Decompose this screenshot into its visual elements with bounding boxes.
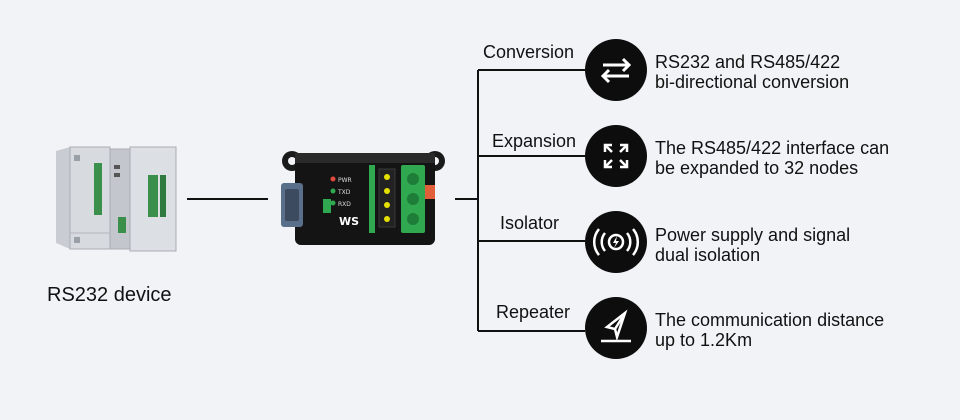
led-label-pwr: PWR	[338, 177, 352, 184]
isolated-converter-image: PWR TXD RXD WS	[281, 151, 445, 245]
desc-line-2: up to 1.2Km	[655, 330, 753, 350]
desc-line-2: be expanded to 32 nodes	[655, 158, 859, 178]
desc-line-1: RS232 and RS485/422	[655, 52, 841, 72]
bidirectional-arrows-icon	[585, 39, 647, 101]
expand-arrows-icon	[585, 125, 647, 187]
rs232-device-image	[56, 146, 177, 252]
feature-desc-isolator: Power supply and signal dual isolation	[655, 225, 850, 265]
feature-label-isolator: Isolator	[500, 213, 560, 233]
feature-label-conversion: Conversion	[483, 42, 575, 62]
feature-desc-conversion: RS232 and RS485/422 bi-directional conve…	[655, 52, 849, 92]
desc-line-1: Power supply and signal	[655, 225, 851, 245]
feature-desc-repeater: The communication distance up to 1.2Km	[655, 310, 884, 350]
led-label-txd: TXD	[337, 189, 351, 196]
desc-line-1: The communication distance	[655, 310, 885, 330]
desc-line-2: bi-directional conversion	[655, 72, 850, 92]
feature-desc-expansion: The RS485/422 interface can be expanded …	[655, 138, 889, 178]
device-caption: RS232 device	[47, 284, 172, 306]
led-label-rxd: RXD	[338, 201, 351, 208]
isolation-lightning-icon	[585, 211, 647, 273]
feature-label-repeater: Repeater	[496, 302, 571, 322]
brand-logo: WS	[339, 215, 359, 228]
desc-line-1: The RS485/422 interface can	[655, 138, 890, 158]
desc-line-2: dual isolation	[655, 245, 761, 265]
feature-label-expansion: Expansion	[492, 131, 577, 151]
send-arrow-icon	[585, 297, 647, 359]
